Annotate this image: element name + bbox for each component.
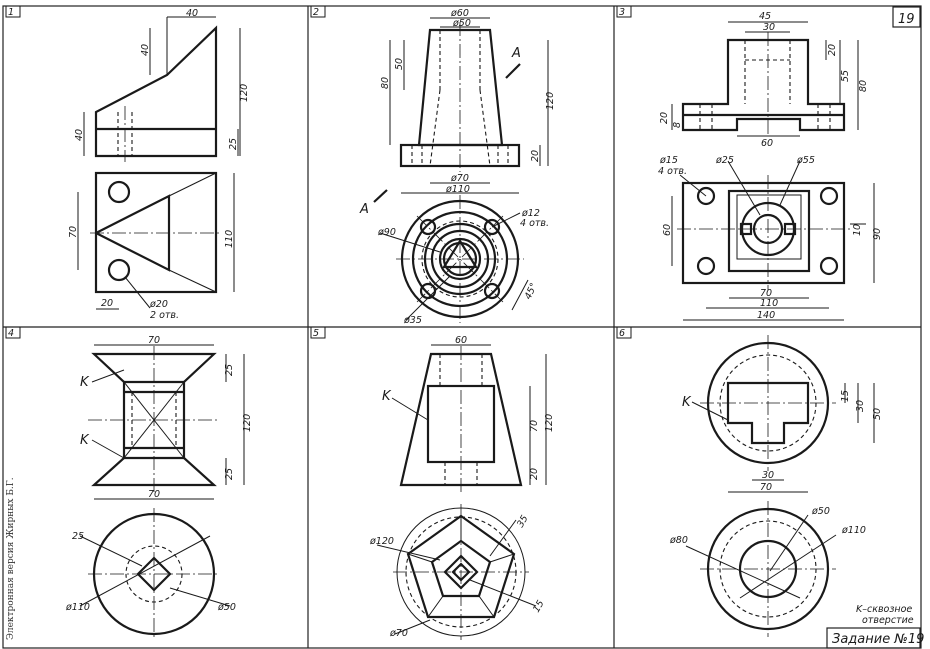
p2-dim-80: 80 (380, 77, 391, 89)
p2-dim-50: 50 (394, 58, 405, 70)
p1-dim-2holes: 2 отв. (150, 310, 179, 321)
panel-1-label: 1 (8, 7, 14, 18)
p2-dim-120: 120 (545, 92, 556, 110)
p3-dim-140: 140 (757, 310, 775, 321)
note-line-1: K–сквозное (856, 604, 912, 615)
note-line-2: отверстие (862, 615, 914, 626)
p3-dim-45: 45 (759, 11, 771, 22)
p4-dim-70-bottom: 70 (148, 489, 160, 500)
p3-dim-20-top: 20 (827, 44, 838, 56)
p3-dim-80: 80 (858, 80, 869, 92)
p5-dim-20: 20 (529, 468, 540, 480)
p4-dim-sq25: 25 (72, 531, 84, 542)
p3-dim-sq70: 70 (760, 288, 772, 299)
p1-dim-110: 110 (224, 230, 235, 248)
p1-dim-40-top: 40 (186, 8, 198, 19)
sheet-frame (2, 5, 922, 649)
p1-dim-25: 25 (228, 138, 239, 150)
p4-dim-d110: ø110 (65, 602, 90, 613)
p3-dim-55: 55 (840, 70, 851, 82)
p2-section-a-upper: A (511, 46, 521, 61)
p4-dim-25-bottom: 25 (224, 468, 235, 480)
p4-dim-120: 120 (242, 414, 253, 432)
p3-dim-60-front: 60 (761, 138, 773, 149)
p4-dim-70-top: 70 (148, 335, 160, 346)
p1-dim-40-slope: 40 (140, 44, 151, 56)
p2-section-a-lower: A (359, 202, 369, 217)
p1-dim-70: 70 (68, 226, 79, 238)
p2-dim-4holes: 4 отв. (520, 218, 549, 229)
p4-label-k-upper: K (80, 375, 90, 390)
p2-dim-d60: ø60 (450, 8, 469, 19)
p3-dim-4holes: 4 отв. (658, 166, 687, 177)
p1-dim-40-base: 40 (74, 129, 85, 141)
p2-dim-d90: ø90 (377, 227, 396, 238)
p3-dim-d55: ø55 (796, 155, 815, 166)
p6-dim-15: 15 (840, 390, 851, 402)
panel-6-label: 6 (619, 328, 625, 339)
note-block: K–сквозное отверстие (856, 604, 914, 626)
panel-3-drawing: 45 30 20 55 80 20 8 60 ø15 4 отв. ø25 ø5… (658, 11, 883, 321)
p5-dim-120: 120 (544, 414, 555, 432)
p4-dim-25-top: 25 (224, 364, 235, 376)
panel-2-drawing: ø60 ø50 50 80 120 20 ø70 ø110 ø12 4 отв.… (359, 8, 556, 326)
panel-5-label: 5 (313, 328, 319, 339)
panel-5-drawing: 60 120 70 20 35 ø120 15 ø70 K (369, 335, 555, 640)
p3-dim-20-base: 20 (659, 112, 670, 124)
side-caption: Электронная версия Жирных Б.Г. (6, 477, 16, 640)
p2-dim-d35: ø35 (403, 315, 422, 326)
panel-4-label: 4 (8, 328, 14, 339)
p1-dim-d20: ø20 (149, 299, 168, 310)
panel-labels: 1 2 3 4 5 6 19 Задание №19 Электронная в… (6, 7, 924, 647)
p3-dim-90: 90 (872, 228, 883, 240)
p2-dim-d70: ø70 (450, 173, 469, 184)
p4-label-k-lower: K (80, 433, 90, 448)
p3-dim-60: 60 (662, 224, 673, 236)
panel-4-drawing: 70 25 120 25 70 25 ø110 ø50 K K (65, 335, 253, 640)
panel-3-label: 3 (619, 7, 625, 18)
p6-dim-d110: ø110 (841, 525, 866, 536)
p4-dim-d50: ø50 (217, 602, 236, 613)
p6-dim-30-right: 30 (855, 400, 866, 412)
p6-dim-d50: ø50 (811, 506, 830, 517)
p3-dim-30: 30 (763, 22, 775, 33)
p1-dim-20: 20 (101, 298, 113, 309)
p2-dim-20: 20 (530, 150, 541, 162)
panel-1-drawing: 40 40 120 40 25 70 110 20 ø20 2 отв. (68, 8, 250, 321)
p6-dim-30: 30 (762, 470, 774, 481)
sheet-number: 19 (898, 12, 915, 27)
p6-dim-70: 70 (760, 482, 772, 493)
panel-2-label: 2 (313, 7, 319, 18)
p3-dim-8: 8 (672, 122, 683, 128)
p2-dim-d110: ø110 (445, 184, 470, 195)
p2-dim-d12: ø12 (521, 208, 540, 219)
p6-label-k: K (682, 395, 692, 410)
p2-dim-d50: ø50 (452, 18, 471, 29)
p5-dim-60: 60 (455, 335, 467, 346)
p5-dim-d120: ø120 (369, 536, 394, 547)
p6-dim-d80: ø80 (669, 535, 688, 546)
p3-dim-d15: ø15 (659, 155, 678, 166)
p3-dim-10: 10 (852, 224, 863, 236)
panel-6-drawing: 15 30 50 30 70 ø50 ø80 ø110 K (669, 335, 883, 637)
sheet-title: Задание №19 (832, 632, 924, 647)
p5-label-k: K (382, 389, 392, 404)
p3-dim-d25: ø25 (715, 155, 734, 166)
p6-dim-50: 50 (872, 408, 883, 420)
p3-dim-110: 110 (760, 298, 778, 309)
p5-dim-sq35: 35 (515, 514, 531, 530)
p1-dim-120: 120 (239, 84, 250, 102)
p5-dim-70: 70 (529, 420, 540, 432)
p5-dim-sq15: 15 (531, 599, 547, 615)
p5-dim-d70: ø70 (389, 628, 408, 639)
